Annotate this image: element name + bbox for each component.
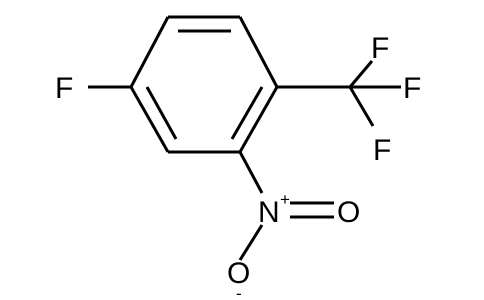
- ring-bond-top-left: [129, 16, 170, 88]
- charge-nitrogen: +: [280, 190, 290, 209]
- bond-cf3-to-f-top: [348, 60, 374, 88]
- ring-bond-top-right: [238, 16, 279, 88]
- atom-cf3-f-top: F: [371, 32, 389, 65]
- bond-ring-to-nitro: [238, 151, 264, 194]
- ring-bond-bottom-left: [129, 86, 170, 153]
- atom-nitro-o-double: O: [337, 196, 360, 229]
- ring-inner-bond-left: [145, 86, 178, 140]
- bond-cf3-to-f-bottom: [348, 86, 375, 127]
- atom-cf3-f-right: F: [403, 72, 421, 105]
- bond-nitro-o-single: [238, 224, 264, 261]
- ring-inner-bond-right: [230, 86, 264, 140]
- atom-fluoro: F: [55, 72, 73, 105]
- benzene-ring: [129, 15, 279, 154]
- atom-cf3-f-bottom: F: [373, 134, 391, 167]
- ring-bond-bottom-right: [238, 86, 279, 153]
- charge-oxygen: -: [236, 284, 242, 300]
- atom-nitro-o-single: O: [227, 257, 250, 290]
- atom-nitro-n: N: [258, 196, 280, 229]
